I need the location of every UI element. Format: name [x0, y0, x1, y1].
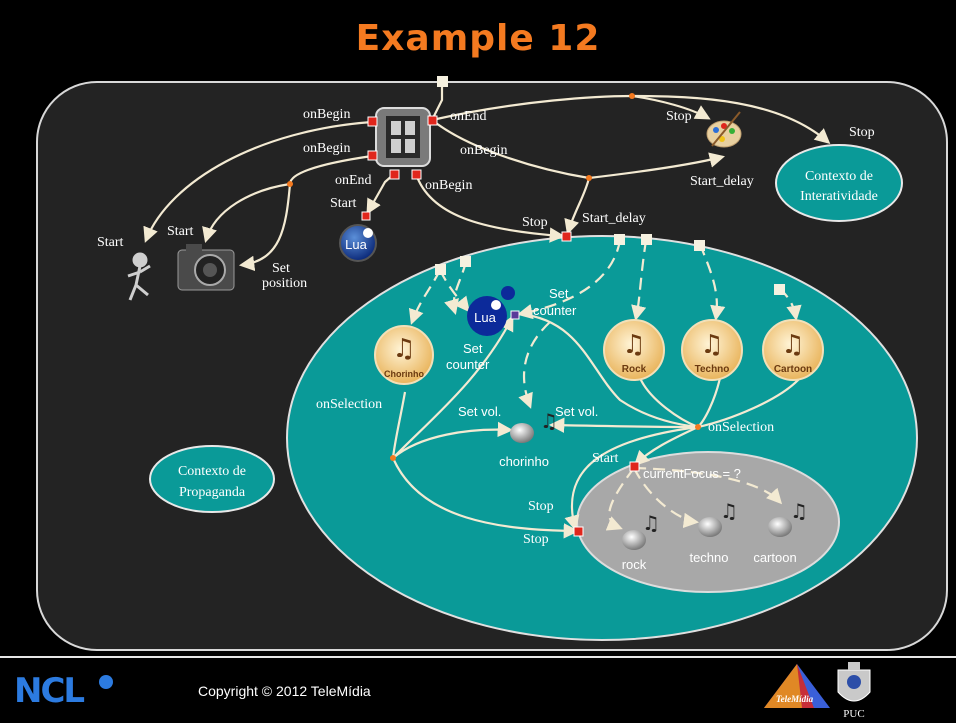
stop-label-focus-1: Stop: [528, 499, 554, 514]
propaganda-label-1: Contexto de: [178, 464, 246, 479]
svg-text:rock: rock: [622, 557, 647, 572]
interatividade-label-1: Contexto de: [805, 169, 873, 184]
onselection-label-1: onSelection: [316, 397, 382, 412]
chorinho-audio-node: ♫ chorinho: [499, 409, 558, 469]
chorinho-button: ♫ Chorinho: [374, 325, 434, 385]
svg-text:Lua: Lua: [345, 237, 367, 252]
stop-label-main: Stop: [522, 215, 548, 230]
set-counter-label-1: Set: [549, 286, 569, 301]
svg-text:♫: ♫: [392, 334, 415, 364]
lua-main-node: Lua: [467, 286, 515, 336]
start-delay-label-2: Start_delay: [582, 211, 646, 226]
stop-label-interatividade: Stop: [849, 125, 875, 140]
onend-label-2: onEnd: [335, 173, 372, 188]
rock-button: ♫ Rock: [603, 319, 665, 381]
set-vol-label-2: Set vol.: [555, 404, 598, 419]
lua-small-node: Lua: [339, 224, 377, 262]
start-label-runner: Start: [97, 235, 124, 250]
position-label: position: [262, 276, 307, 291]
svg-text:♫: ♫: [720, 499, 738, 523]
svg-text:Lua: Lua: [474, 310, 496, 325]
onselection-label-2: onSelection: [708, 420, 774, 435]
puc-crest: PUC: [837, 662, 871, 718]
ports: [361, 115, 640, 537]
onbegin-label-2: onBegin: [303, 141, 350, 156]
techno-audio-node: ♫ techno: [689, 499, 737, 565]
start-label-lua: Start: [330, 196, 357, 211]
start-label-focus: Start: [592, 451, 619, 466]
contexto-propaganda: [149, 445, 275, 513]
techno-button: ♫ Techno: [681, 319, 743, 381]
svg-text:NCL: NCL: [14, 671, 84, 710]
contexto-interatividade: [775, 144, 903, 222]
svg-text:♫: ♫: [622, 330, 645, 360]
svg-text:techno: techno: [689, 550, 728, 565]
set-vol-label-1: Set vol.: [458, 404, 501, 419]
ncl-logo: NCL: [14, 671, 113, 710]
video-node: [375, 107, 431, 167]
ports-white: [435, 76, 785, 295]
counter-label-2: counter: [446, 357, 490, 372]
stop-label-palette: Stop: [666, 109, 692, 124]
set-counter-label-2: Set: [463, 341, 483, 356]
counter-label-1: counter: [533, 303, 577, 318]
lua-property-port: [510, 310, 520, 320]
svg-text:Chorinho: Chorinho: [384, 369, 424, 379]
onbegin-label-3: onBegin: [460, 143, 507, 158]
cartoon-button: ♫ Cartoon: [762, 319, 824, 381]
svg-text:Techno: Techno: [695, 364, 730, 375]
svg-text:cartoon: cartoon: [753, 550, 796, 565]
footer-divider: [0, 656, 956, 658]
copyright-text: Copyright © 2012 TeleMídia: [198, 683, 371, 699]
onbegin-label-4: onBegin: [425, 178, 472, 193]
svg-text:TeleMídia: TeleMídia: [776, 694, 814, 704]
svg-text:♫: ♫: [540, 409, 558, 433]
stop-label-focus-2: Stop: [523, 532, 549, 547]
cartoon-audio-node: ♫ cartoon: [753, 499, 808, 565]
start-delay-label-1: Start_delay: [690, 174, 754, 189]
palette-icon: [706, 111, 742, 148]
set-label: Set: [272, 261, 290, 276]
svg-text:PUC: PUC: [843, 708, 864, 718]
slide-title: Example 12: [355, 18, 601, 59]
camera-image: [177, 244, 235, 291]
runner-image: [127, 252, 151, 301]
svg-text:Rock: Rock: [622, 364, 647, 375]
svg-text:Cartoon: Cartoon: [774, 364, 812, 375]
main-context-ellipse: [286, 235, 918, 641]
svg-text:♫: ♫: [642, 511, 660, 535]
svg-text:chorinho: chorinho: [499, 454, 549, 469]
current-focus-label: currentFocus = ?: [643, 466, 741, 481]
onbegin-label-1: onBegin: [303, 107, 350, 122]
svg-text:♫: ♫: [781, 330, 804, 360]
svg-text:♫: ♫: [700, 330, 723, 360]
interatividade-label-2: Interatividade: [800, 189, 878, 204]
telemidia-logo: TeleMídia: [764, 664, 830, 708]
link-dots: [287, 93, 701, 461]
start-label-camera: Start: [167, 224, 194, 239]
svg-text:♫: ♫: [790, 499, 808, 523]
onend-label-1: onEnd: [450, 109, 487, 124]
rock-audio-node: ♫ rock: [622, 511, 660, 572]
propaganda-label-2: Propaganda: [179, 485, 246, 500]
